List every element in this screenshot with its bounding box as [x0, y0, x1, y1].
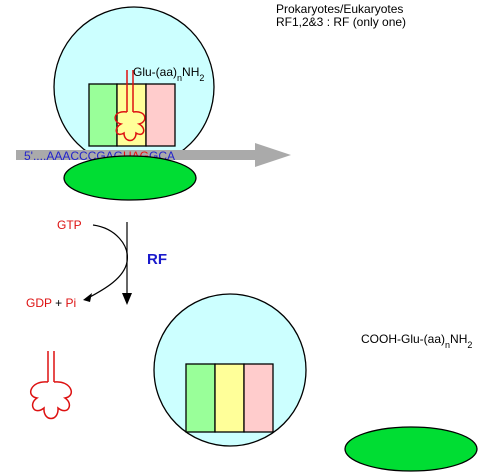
top-ribosome: 5'....AAACCCGAGUAGGCA Glu-(aa)nNH2	[16, 6, 291, 201]
gdp-pi-label: GDP + Pi	[26, 296, 76, 310]
released-site-e	[185, 363, 216, 433]
released-large-subunit	[153, 293, 307, 447]
released-small-subunit	[344, 426, 478, 472]
released-trna	[29, 351, 73, 420]
gtp-label: GTP	[57, 218, 82, 232]
top-site-a	[145, 83, 176, 147]
top-trna	[114, 70, 146, 142]
reaction: GTP RF GDP + Pi	[26, 218, 167, 310]
released-site-p	[214, 363, 245, 433]
top-site-e	[88, 83, 118, 147]
gtp-arrow-head	[83, 293, 92, 302]
header-line-2: RF1,2&3 : RF (only one)	[276, 15, 406, 29]
top-site-p	[116, 83, 147, 147]
released-peptide-label: COOH-Glu-(aa)nNH2	[361, 332, 472, 350]
top-peptide-label: Glu-(aa)nNH2	[133, 65, 204, 83]
released-site-a	[243, 363, 274, 433]
mrna-arrow	[16, 143, 291, 167]
header-line-1: Prokaryotes/Eukaryotes	[276, 2, 403, 16]
gtp-hydrolysis-arrow	[87, 224, 128, 299]
release-factor-label: RF	[147, 251, 167, 268]
top-small-subunit	[63, 155, 197, 201]
reaction-main-arrow-head	[122, 293, 132, 305]
